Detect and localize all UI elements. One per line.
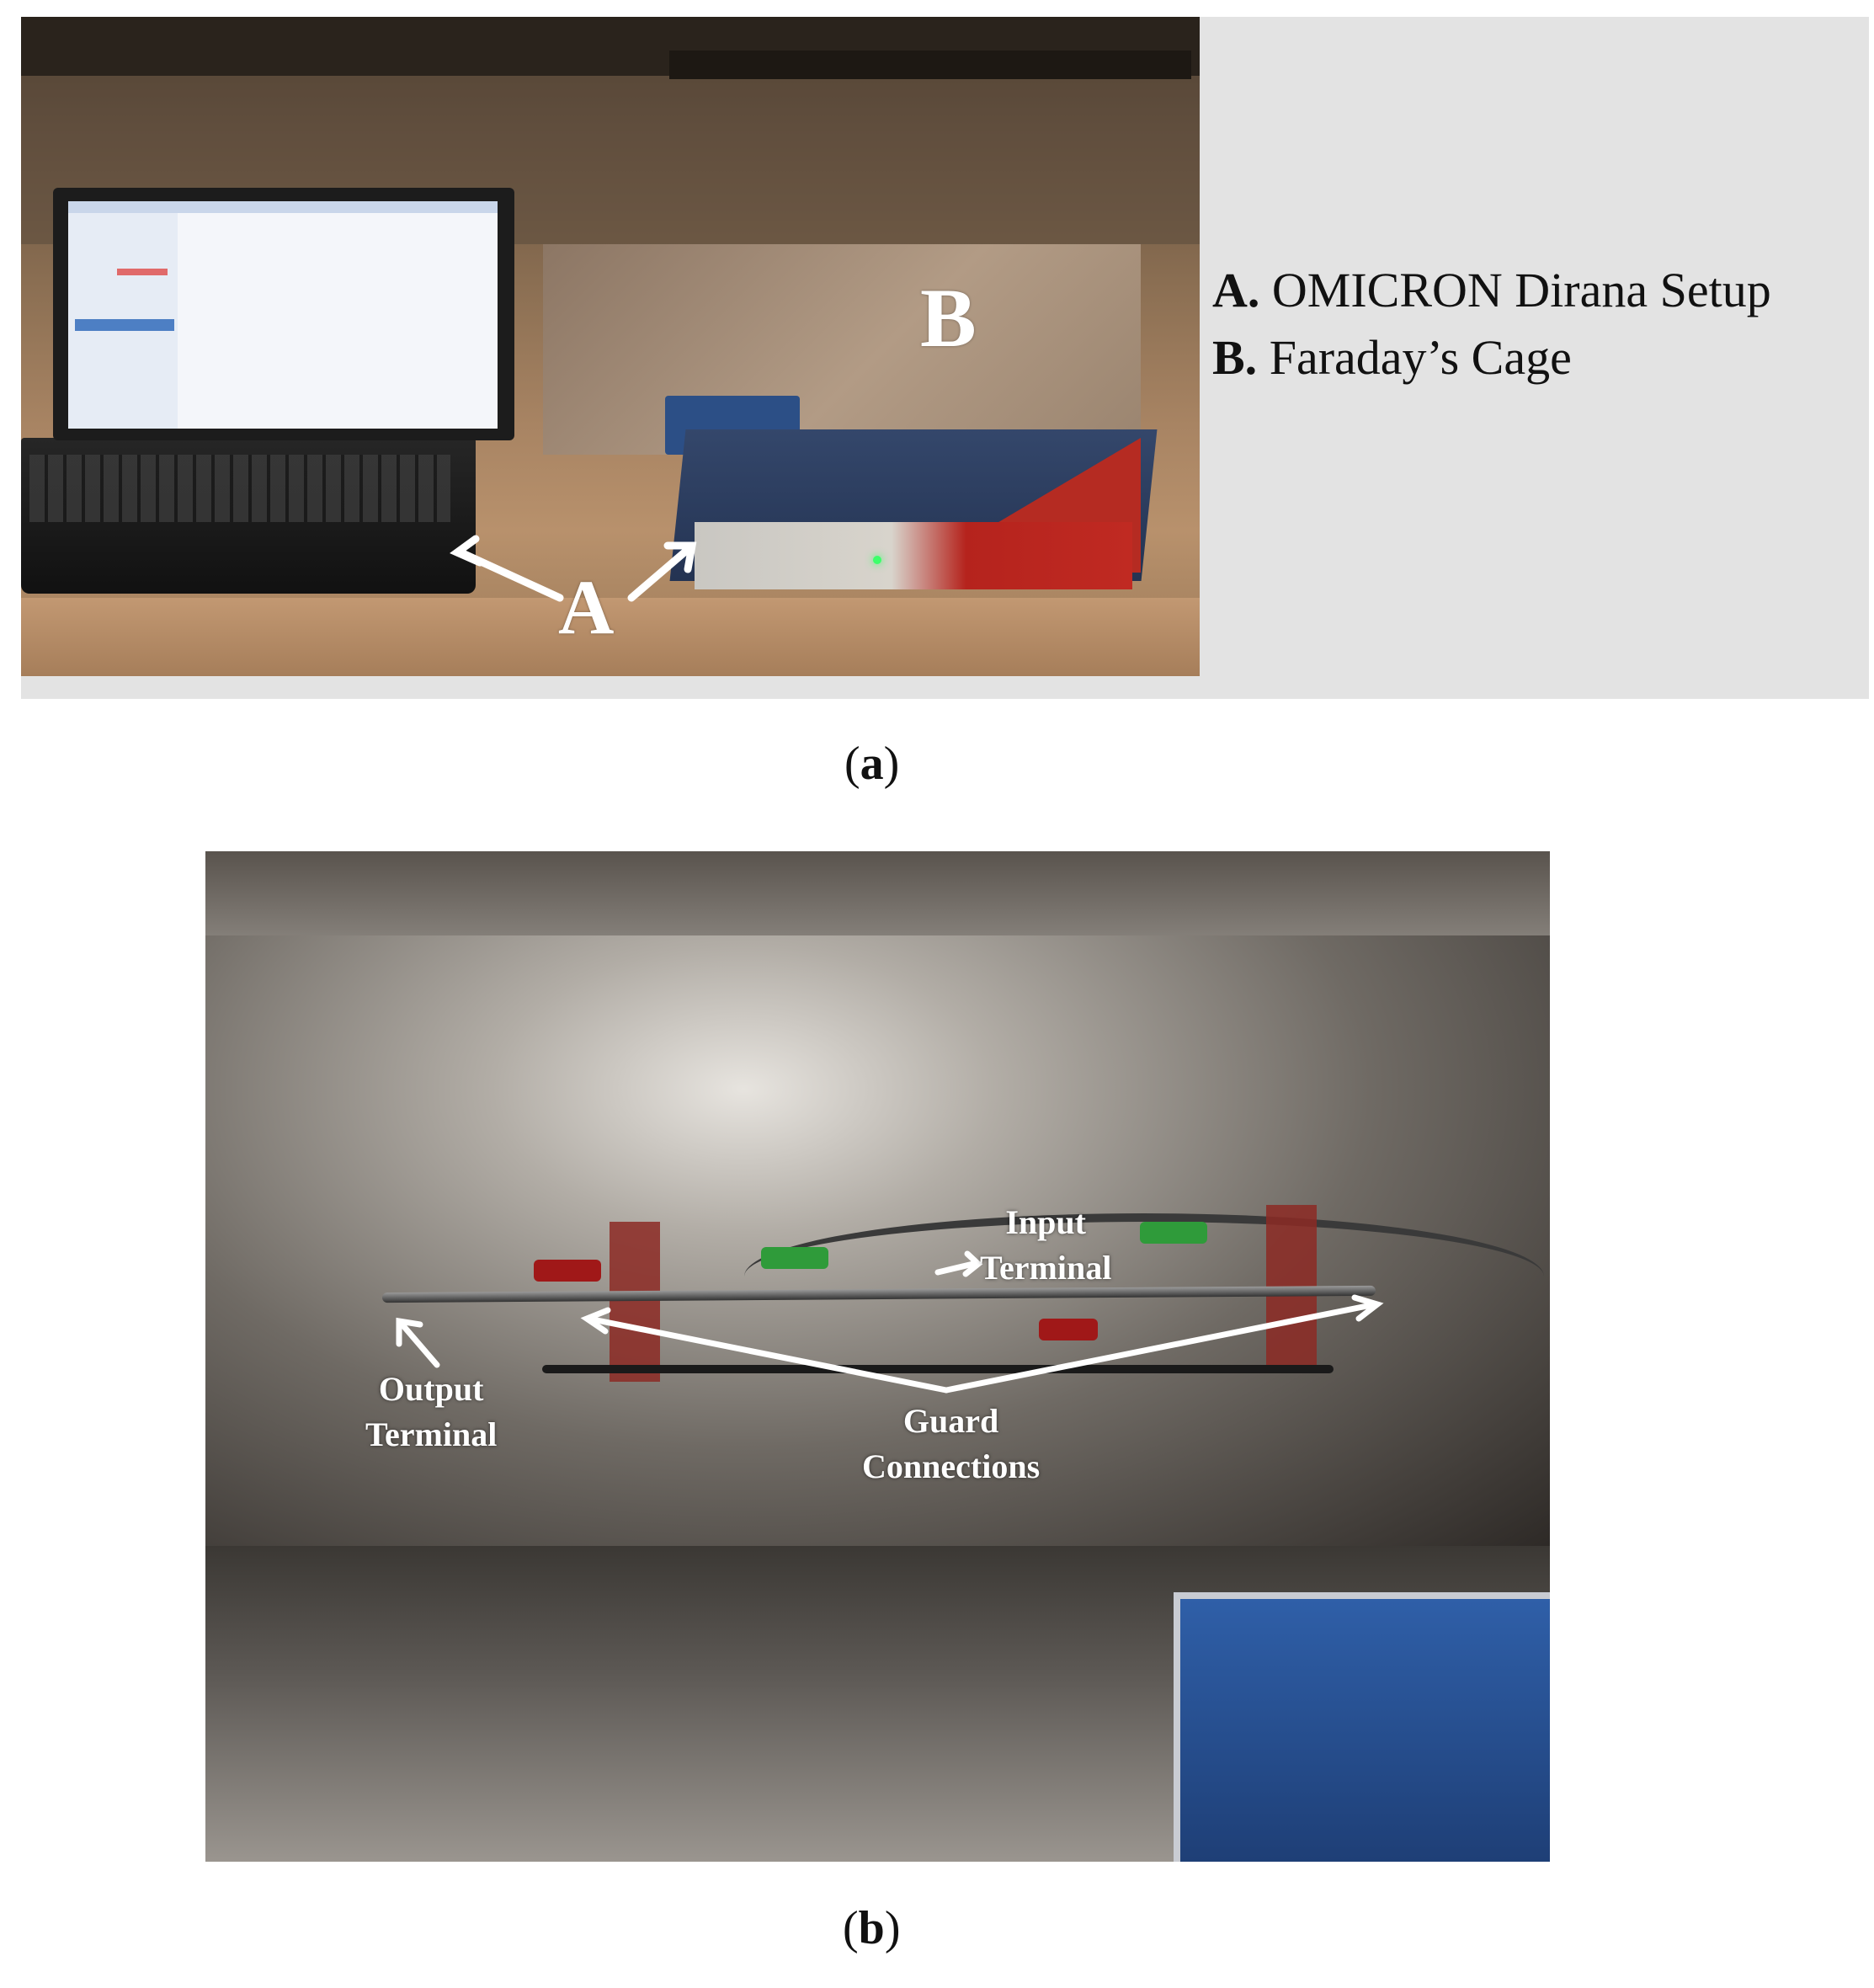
dirana-front-panel: [695, 522, 1132, 589]
laptop-base: [21, 438, 476, 594]
instrument-corner: [1174, 1592, 1550, 1862]
panel-a: A B A. OMICRON Dirana Setup B. Faraday’s…: [21, 17, 1869, 699]
cage-rim: [205, 851, 1550, 948]
laptop-keyboard: [29, 455, 450, 522]
holder-left: [610, 1222, 660, 1382]
faraday-cage-wall: [543, 244, 1141, 455]
red-plug-2: [1039, 1319, 1098, 1340]
legend-item-b: B. Faraday’s Cage: [1212, 330, 1572, 385]
red-plug-1: [534, 1260, 601, 1282]
holder-right: [1266, 1205, 1317, 1365]
laptop-display: [68, 201, 498, 429]
photo-label-b: B: [920, 271, 977, 365]
laptop-screen: [53, 188, 514, 440]
photo-dirana-setup: A B: [21, 17, 1200, 676]
legend: A. OMICRON Dirana Setup B. Faraday’s Cag…: [1212, 257, 1771, 392]
green-plug-1: [761, 1247, 828, 1269]
caption-b: (b): [843, 1902, 901, 1954]
guard-connections-label: Guard Connections: [862, 1402, 1041, 1485]
green-plug-2: [1140, 1222, 1207, 1244]
shelf-beam: [669, 51, 1191, 79]
support-rod: [542, 1365, 1334, 1373]
input-terminal-label: Input Terminal: [980, 1203, 1112, 1287]
status-led: [873, 556, 881, 564]
photo-faraday-cage-interior: Input Terminal Output Terminal Guard Con…: [205, 851, 1550, 1862]
caption-a: (a): [844, 738, 900, 790]
output-terminal-label: Output Terminal: [365, 1370, 498, 1453]
desk-surface: [21, 598, 1200, 676]
photo-label-a: A: [558, 564, 615, 650]
instrument-cable: [744, 1213, 1544, 1340]
legend-item-a: A. OMICRON Dirana Setup: [1212, 263, 1771, 317]
